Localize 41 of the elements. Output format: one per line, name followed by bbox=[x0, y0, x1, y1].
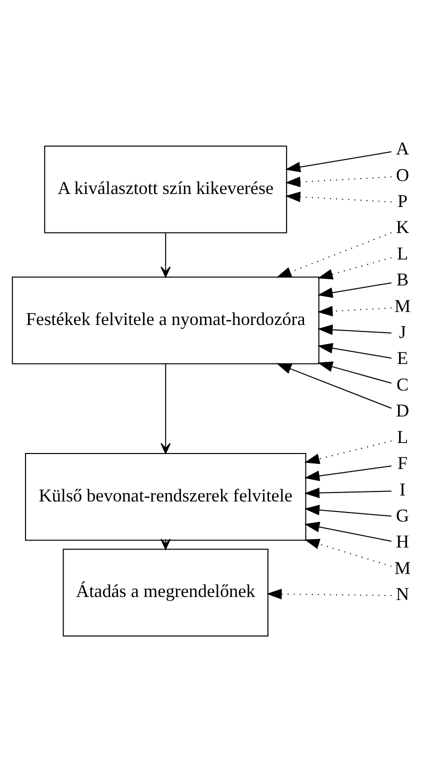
node-text: M bbox=[394, 558, 411, 578]
arrow bbox=[276, 232, 392, 278]
node-text: B bbox=[396, 270, 409, 290]
node-box: A kiválasztott szín kikeverése bbox=[44, 146, 288, 234]
node-text: N bbox=[396, 584, 410, 604]
arrow bbox=[304, 504, 392, 517]
arrow bbox=[160, 232, 171, 278]
node-box: Átadás a megrendelőnek bbox=[62, 548, 268, 636]
arrow bbox=[318, 306, 392, 316]
node-text: D bbox=[396, 400, 410, 421]
node-text: M bbox=[394, 296, 411, 316]
arrow bbox=[304, 440, 392, 464]
node-text: L bbox=[396, 426, 408, 447]
node-text: O bbox=[396, 164, 410, 185]
arrow bbox=[318, 343, 392, 359]
node-text: C bbox=[396, 374, 409, 394]
node-box: Festékek felvitele a nyomat-hordozóra bbox=[12, 276, 320, 364]
arrow bbox=[285, 176, 392, 188]
arrow bbox=[304, 488, 392, 498]
node-text: I bbox=[399, 479, 406, 500]
arrow bbox=[318, 324, 392, 336]
node-text: F bbox=[397, 453, 408, 474]
arrow bbox=[266, 588, 392, 600]
node-text: H bbox=[396, 532, 410, 552]
node-text: J bbox=[398, 322, 406, 342]
node-text: E bbox=[396, 348, 408, 368]
arrow bbox=[304, 538, 392, 567]
node-text: L bbox=[396, 243, 408, 264]
arrow bbox=[304, 522, 392, 542]
arrow bbox=[276, 363, 392, 409]
node-text: P bbox=[397, 190, 408, 211]
arrow bbox=[285, 192, 392, 202]
arrow bbox=[285, 151, 392, 172]
arrow bbox=[160, 364, 171, 454]
arrow bbox=[318, 282, 392, 298]
node-text: G bbox=[396, 505, 410, 526]
node-text: A bbox=[396, 138, 410, 159]
node-text: K bbox=[396, 217, 410, 238]
arrow bbox=[304, 466, 392, 482]
arrow bbox=[318, 257, 392, 280]
arrow bbox=[318, 362, 392, 384]
